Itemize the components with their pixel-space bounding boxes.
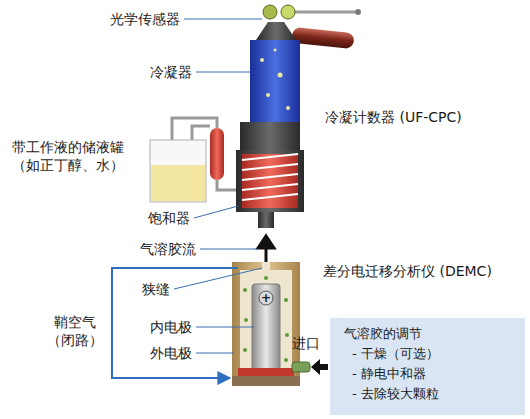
light-source [291,27,354,49]
particle [264,276,268,280]
leader-line [196,327,254,328]
sensor-tip [355,9,361,15]
note-box: 气溶胶的调节- 干燥（可选）- 静电中和器- 去除较大颗粒 [330,318,525,415]
part-label: 饱和器 [148,209,190,227]
particle [244,318,248,322]
coil-turn [242,184,298,190]
leader-line [184,19,262,20]
part-label: 进口 [292,334,320,352]
base-plate [238,368,294,376]
slit [262,262,270,272]
droplet [260,58,264,62]
demc-column [232,262,300,386]
part-label: 冷凝器 [150,63,192,81]
droplet [286,106,290,110]
part-label: 狭缝 [142,280,170,298]
particle [284,298,288,302]
sheath-loop [112,268,238,378]
saturator-heater [242,154,298,208]
coil-turn [242,174,298,180]
particle [243,348,247,352]
part-label: 带工作液的储液罐 （如正丁醇、水） [2,138,134,174]
leader-line [196,72,250,73]
droplets [260,49,290,111]
list-item: - 静电中和器 [338,364,517,384]
sensor-lens [263,5,277,19]
flow-gap [240,270,292,370]
leader-line [196,353,234,354]
base [232,376,300,386]
leader-line [174,268,262,289]
sensor-label: 光学传感器 [110,10,180,28]
sensor-lens [281,5,295,19]
polarity-sign: + [259,291,273,305]
inlet-pipe [292,362,310,372]
coil-turn [242,194,298,200]
leader-line [194,206,238,218]
saturator-head [240,122,300,150]
inlet-arrow [311,359,328,375]
part-label: 外电极 [150,344,192,362]
reservoir [150,118,236,202]
droplet [278,73,283,78]
fluid-heater [210,128,224,180]
list-item: - 去除较大颗粒 [338,384,517,404]
outer-electrode [232,262,300,384]
condenser-cap [256,22,296,40]
particles [243,276,289,362]
droplet [274,49,277,52]
flow-label: 气溶胶流 [140,240,196,258]
reservoir-jar [150,140,206,202]
working-fluid [151,165,205,201]
condenser-body [250,40,300,124]
sensor-rod [292,11,355,14]
leader-line [200,249,257,250]
heater-coil [242,154,298,200]
saturator-body [236,150,304,212]
part-label: 内电极 [150,318,192,336]
saturator-neck [258,212,274,228]
instrument-title: 冷凝计数器 (UF-CPC) [325,108,462,126]
box-heading: 气溶胶的调节 [338,324,517,344]
particle [284,358,288,362]
coil-turn [242,154,298,160]
part-label: 鞘空气 （闭路） [42,313,108,349]
flow-arrow [258,236,274,262]
instrument-title: 差分电迁移分析仪 (DEMC) [323,262,492,280]
particle [243,288,247,292]
polarity-sign [259,291,273,305]
inner-electrode [252,284,280,370]
droplet [266,93,270,97]
coil-turn [242,164,298,170]
list-item: - 干燥（可选） [338,344,517,364]
particle [285,333,289,337]
